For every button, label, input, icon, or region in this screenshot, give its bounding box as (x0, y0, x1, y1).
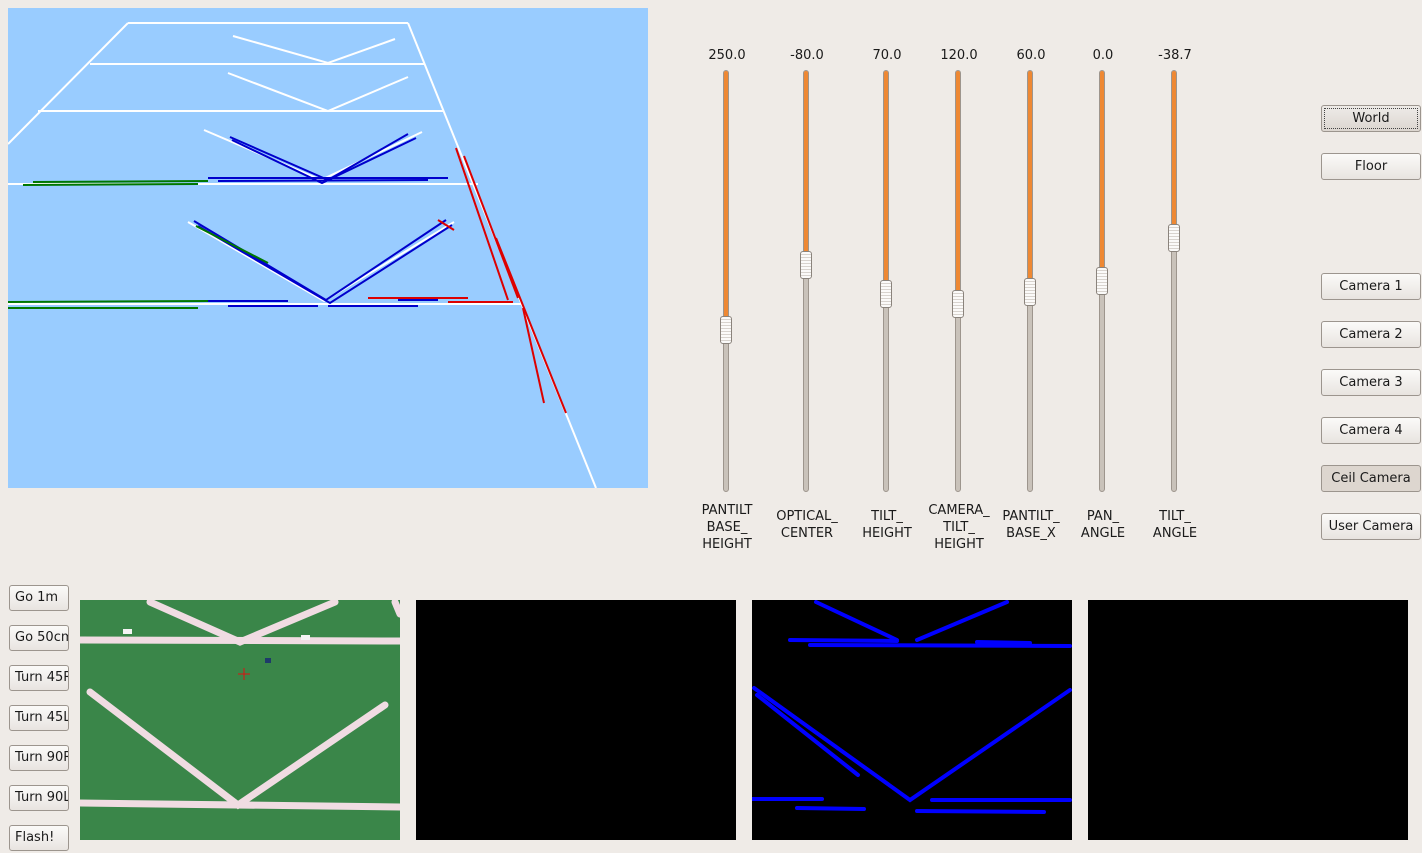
turn-45r-button[interactable]: Turn 45R (9, 665, 69, 691)
camera-feed-2 (416, 600, 736, 840)
slider-track[interactable] (1171, 70, 1177, 492)
slider-track[interactable] (955, 70, 961, 492)
ceil-camera-button[interactable]: Ceil Camera (1321, 465, 1421, 492)
slider-label: PANTILT_BASE_X (1002, 509, 1060, 541)
slider-label: PAN_ANGLE (1080, 509, 1126, 541)
slider-handle[interactable] (952, 290, 964, 318)
slider-label: TILT_ANGLE (1152, 509, 1198, 541)
slider-label: CAMERA_TILT_HEIGHT (928, 503, 990, 552)
world-3d-view[interactable] (8, 8, 648, 488)
slider-value: -80.0 (790, 48, 824, 63)
camera-2-button[interactable]: Camera 2 (1321, 321, 1421, 348)
camera-1-button[interactable]: Camera 1 (1321, 273, 1421, 300)
field-image (80, 600, 400, 840)
slider-value: -38.7 (1158, 48, 1192, 63)
slider-handle[interactable] (1096, 267, 1108, 295)
world-scene (8, 22, 597, 488)
slider-track[interactable] (803, 70, 809, 492)
go-50cm-button[interactable]: Go 50cm (9, 625, 69, 651)
camera-feed-4 (1088, 600, 1408, 840)
slider-handle[interactable] (1168, 224, 1180, 252)
detected-lines (752, 600, 1072, 814)
camera-feed-3 (752, 600, 1072, 840)
slider-handle[interactable] (720, 316, 732, 344)
turn-90l-button[interactable]: Turn 90L (9, 785, 69, 811)
flash-button[interactable]: Flash! (9, 825, 69, 851)
camera-feed-1 (80, 600, 400, 840)
camera-3-button[interactable]: Camera 3 (1321, 369, 1421, 396)
world-button[interactable]: World (1321, 105, 1421, 132)
slider-value: 120.0 (940, 48, 978, 63)
turn-45l-button[interactable]: Turn 45L (9, 705, 69, 731)
turn-90r-button[interactable]: Turn 90R (9, 745, 69, 771)
go-1m-button[interactable]: Go 1m (9, 585, 69, 611)
slider-label: TILT_HEIGHT (862, 509, 912, 541)
slider-handle[interactable] (800, 251, 812, 279)
camera-4-button[interactable]: Camera 4 (1321, 417, 1421, 444)
floor-button[interactable]: Floor (1321, 153, 1421, 180)
slider-label: OPTICAL_CENTER (776, 509, 838, 541)
slider-value: 250.0 (708, 48, 746, 63)
slider-handle[interactable] (1024, 278, 1036, 306)
slider-track[interactable] (723, 70, 729, 492)
slider-value: 70.0 (872, 48, 902, 63)
slider-value: 60.0 (1016, 48, 1046, 63)
slider-handle[interactable] (880, 280, 892, 308)
user-camera-button[interactable]: User Camera (1321, 513, 1421, 540)
slider-value: 0.0 (1092, 48, 1114, 63)
